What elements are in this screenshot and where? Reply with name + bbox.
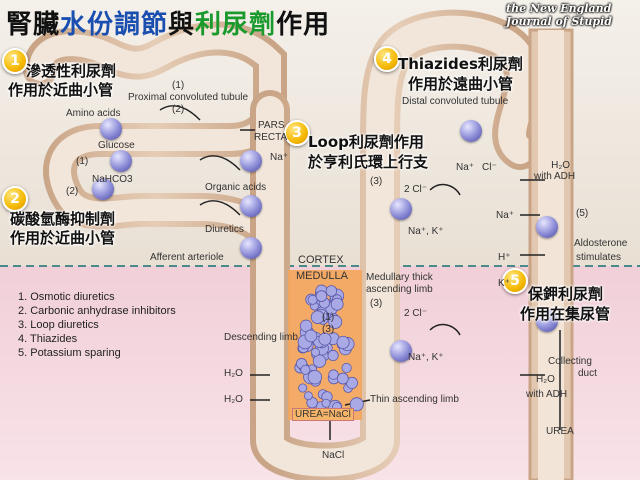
- pump-nahco3: [110, 150, 132, 172]
- label-ascending-limb: ascending limb: [366, 284, 433, 295]
- badge-1: 1: [2, 48, 28, 74]
- label-descending: Descending limb: [224, 332, 298, 343]
- legend-item: 2. Carbonic anhydrase inhibitors: [18, 305, 176, 317]
- solute-bubble: [307, 369, 323, 385]
- label-duct: duct: [578, 368, 597, 379]
- callout-k-sparing: 保鉀利尿劑作用在集尿管: [520, 285, 611, 323]
- solute-bubble: [310, 347, 320, 357]
- label-collecting: Collecting: [548, 356, 592, 367]
- pump-loop-lower: [390, 340, 412, 362]
- label-stimulates: stimulates: [576, 252, 622, 263]
- label-medulla: MEDULLA: [296, 270, 348, 282]
- pump-aldosterone: [536, 216, 558, 238]
- legend-item: 1. Osmotic diuretics: [18, 291, 115, 303]
- label-cl-distal: Cl⁻: [482, 162, 497, 173]
- label-nacl: NaCl: [322, 450, 345, 461]
- marker-3c: (3): [322, 324, 335, 335]
- solute-bubble: [315, 290, 328, 302]
- legend-item: 4. Thiazides: [18, 333, 78, 345]
- label-aldosterone: Aldosterone: [574, 238, 628, 249]
- label-nak-upper: Na⁺, K⁺: [408, 226, 444, 237]
- label-organic: Organic acids: [205, 182, 267, 193]
- label-na-distal: Na⁺: [456, 162, 475, 173]
- label-urea: UREA: [546, 426, 574, 437]
- label-diuretics: Diuretics: [205, 224, 244, 235]
- badge-4: 4: [374, 46, 400, 72]
- label-nahco3: NaHCO3: [92, 174, 133, 185]
- solute-bubble: [304, 329, 318, 343]
- label-proximal: Proximal convoluted tubule: [128, 92, 249, 103]
- label-h2o-b: H₂O: [224, 394, 243, 405]
- marker-3a: (3): [370, 176, 383, 187]
- marker-2a: (2): [172, 104, 185, 115]
- label-na-pars: Na⁺: [270, 152, 289, 163]
- label-na-cd: Na⁺: [496, 210, 515, 221]
- label-h2o-a: H₂O: [224, 368, 243, 379]
- label-nak-lower: Na⁺, K⁺: [408, 352, 444, 363]
- badge-2: 2: [2, 186, 28, 212]
- solute-bubble: [341, 362, 352, 374]
- callout-thiazides: Thiazides利尿劑作用於遠曲小管: [398, 55, 523, 93]
- solute-bubble: [300, 364, 311, 375]
- pump-diuretics: [240, 237, 262, 259]
- urea-nacl-bubbles: [294, 284, 364, 414]
- legend-item: 3. Loop diuretics: [18, 319, 99, 331]
- label-amino: Amino acids: [66, 108, 121, 119]
- solute-bubble: [349, 397, 364, 412]
- legend-item: 5. Potassium sparing: [18, 347, 121, 359]
- solute-bubble: [328, 314, 343, 329]
- solute-bubble: [327, 349, 339, 362]
- callout-osmotic: 滲透性利尿劑作用於近曲小管: [8, 62, 117, 99]
- solute-bubble: [330, 297, 344, 311]
- label-recta: RECTA: [254, 132, 288, 143]
- label-2cl-upper: 2 Cl⁻: [404, 184, 428, 195]
- callout-carbonic: 碳酸氫酶抑制劑作用於近曲小管: [10, 210, 116, 247]
- marker-2b: (2): [66, 186, 79, 197]
- marker-3b: (3): [370, 298, 383, 309]
- solute-bubble: [318, 332, 332, 346]
- page-title: 腎臟水份調節與利尿劑作用: [6, 10, 331, 40]
- marker-1b: (1): [76, 156, 89, 167]
- callout-loop: Loop利尿劑作用於亨利氏環上行支: [308, 133, 429, 171]
- label-five: (5): [576, 208, 589, 219]
- label-k-plus: K⁺: [498, 278, 510, 289]
- label-distal: Distal convoluted tubule: [402, 96, 509, 107]
- solute-bubble: [328, 369, 339, 380]
- marker-1c: (1): [322, 312, 335, 323]
- label-pars: PARS: [258, 120, 285, 131]
- solute-bubble: [310, 310, 325, 324]
- label-urea-nacl: UREA=NaCl: [292, 408, 354, 421]
- label-cortex: CORTEX: [298, 254, 344, 266]
- solute-bubble: [303, 391, 313, 401]
- pump-thiazide: [460, 120, 482, 142]
- badge-5: 5: [502, 268, 528, 294]
- badge-3: 3: [284, 120, 310, 146]
- solute-bubble: [325, 285, 338, 297]
- journal-logo: the New England Journal of Stupid: [506, 2, 612, 28]
- pump-nahco3-2: [92, 178, 114, 200]
- solute-bubble: [336, 335, 350, 349]
- solute-bubble: [298, 383, 308, 393]
- solute-bubble: [336, 372, 349, 385]
- label-afferent: Afferent arteriole: [150, 252, 224, 263]
- label-medullary-thick: Medullary thick: [366, 272, 433, 283]
- solute-bubble: [321, 398, 331, 408]
- label-h-plus: H⁺: [498, 252, 511, 263]
- pump-glucose: [100, 118, 122, 140]
- pump-na-pars: [240, 150, 262, 172]
- marker-1a: (1): [172, 80, 185, 91]
- solute-bubble: [312, 354, 327, 368]
- pump-k-sparing: [536, 310, 558, 332]
- label-2cl-lower: 2 Cl⁻: [404, 308, 428, 319]
- label-thin-ascending: Thin ascending limb: [370, 394, 459, 405]
- legend: 1. Osmotic diuretics 2. Carbonic anhydra…: [18, 290, 176, 360]
- pump-loop-upper: [390, 198, 412, 220]
- solute-bubble: [299, 319, 313, 333]
- label-glucose: Glucose: [98, 140, 135, 151]
- pump-organic: [240, 195, 262, 217]
